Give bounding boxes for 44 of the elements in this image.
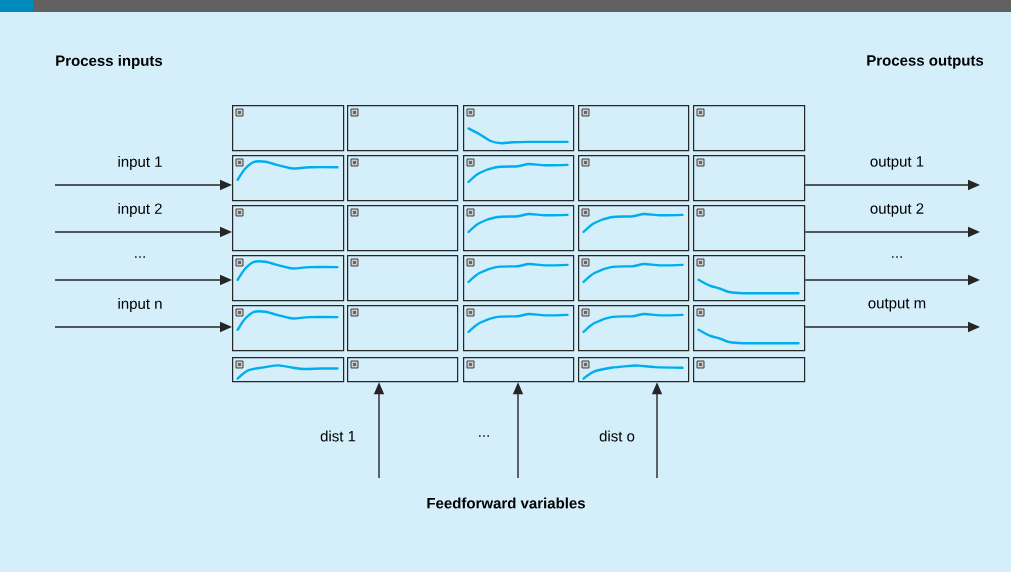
chart-cell bbox=[693, 205, 806, 252]
chart-cell bbox=[463, 305, 575, 352]
chart-cell bbox=[232, 305, 345, 352]
chart-cell bbox=[347, 155, 459, 202]
chart-cell bbox=[347, 357, 459, 383]
edge-label: output 2 bbox=[870, 203, 924, 217]
chart-cell bbox=[693, 357, 806, 383]
edge-label: input 2 bbox=[118, 203, 162, 217]
chart-cell bbox=[232, 155, 345, 202]
edge-label: output m bbox=[868, 298, 926, 312]
chart-cell bbox=[232, 357, 345, 383]
chart-cell bbox=[578, 357, 690, 383]
chart-cell bbox=[578, 255, 690, 302]
heading: Process outputs bbox=[867, 55, 984, 69]
chart-cell bbox=[347, 305, 459, 352]
chart-cell bbox=[463, 357, 575, 383]
chart-cell bbox=[232, 105, 345, 152]
chart-cell bbox=[463, 205, 575, 252]
chart-cell bbox=[578, 205, 690, 252]
chart-cell bbox=[347, 105, 459, 152]
chart-cell bbox=[463, 155, 575, 202]
chart-cell bbox=[578, 305, 690, 352]
edge-label: input n bbox=[118, 298, 162, 312]
edge-label: output 1 bbox=[870, 156, 924, 170]
edge-label: ... bbox=[892, 256, 902, 258]
chart-cell bbox=[693, 155, 806, 202]
chart-cell bbox=[693, 255, 806, 302]
chart-cell bbox=[463, 255, 575, 302]
heading: Process inputs bbox=[56, 55, 163, 69]
edge-label: ... bbox=[479, 435, 489, 437]
chart-cell bbox=[578, 155, 690, 202]
chart-cell bbox=[347, 205, 459, 252]
heading: Feedforward variables bbox=[427, 497, 585, 509]
chart-cell bbox=[232, 255, 345, 302]
chart-cell bbox=[232, 205, 345, 252]
chart-cell bbox=[463, 105, 575, 152]
chart-cell bbox=[693, 105, 806, 152]
edge-label: dist o bbox=[599, 430, 635, 442]
chart-cell bbox=[347, 255, 459, 302]
chart-cell bbox=[578, 105, 690, 152]
edge-label: ... bbox=[135, 256, 145, 258]
chart-cell bbox=[693, 305, 806, 352]
edge-label: dist 1 bbox=[320, 430, 356, 442]
edge-label: input 1 bbox=[118, 156, 162, 170]
